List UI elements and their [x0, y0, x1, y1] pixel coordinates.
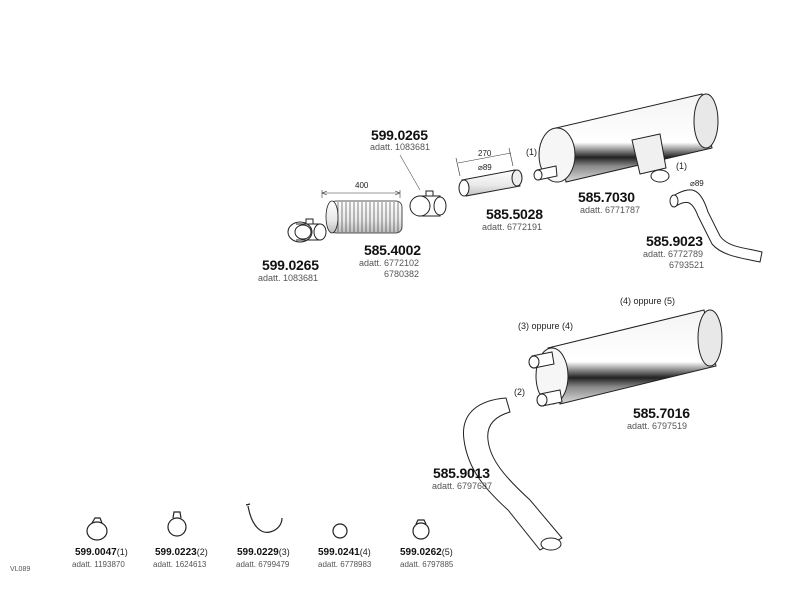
small-clamp-1 — [86, 517, 108, 541]
note-4-or-5: (4) oppure (5) — [620, 296, 676, 306]
part-code-silencer-lower: 585.7016 — [633, 405, 690, 421]
small-strap-3 — [245, 503, 283, 533]
straight-pipe — [458, 169, 523, 197]
small-part-adatt-2: adatt. 1624613 — [153, 560, 207, 569]
part-adatt-pipe: adatt. 6772191 — [482, 222, 543, 232]
part-code-pipe: 585.5028 — [486, 206, 543, 222]
flex-hose — [325, 200, 403, 234]
small-part-adatt-1: adatt. 1193870 — [72, 560, 125, 569]
part-adatt2-tail-upper: 6793521 — [669, 260, 705, 270]
dim-pipe-length: 270 — [478, 149, 492, 158]
small-clamp-5 — [412, 519, 430, 540]
small-clamp-2 — [167, 511, 187, 537]
part-code-tail-upper: 585.9023 — [646, 233, 703, 249]
small-ring-4 — [332, 523, 348, 539]
part-adatt-clamp-left: adatt. 1083681 — [258, 273, 319, 283]
silencer-upper — [533, 93, 719, 183]
silencer-lower — [528, 309, 723, 407]
part-code-clamp-left: 599.0265 — [262, 257, 319, 273]
part-code-tail-lower: 585.9013 — [433, 465, 490, 481]
note-1-tail: (1) — [676, 161, 687, 171]
part-adatt2-flex-hose: 6780382 — [384, 269, 420, 279]
small-part-adatt-3: adatt. 6799479 — [236, 560, 290, 569]
small-part-code-2: 599.0223(2) — [155, 547, 208, 558]
note-2: (2) — [514, 387, 525, 397]
dim-pipe-dia: ⌀89 — [478, 163, 492, 172]
tail-pipe-lower — [463, 397, 563, 551]
small-part-code-5: 599.0262(5) — [400, 547, 453, 558]
part-adatt-clamp-top: adatt. 1083681 — [370, 142, 431, 152]
part-adatt-flex-hose: adatt. 6772102 — [359, 258, 420, 268]
note-3-or-4: (3) oppure (4) — [518, 321, 574, 331]
figure-id: VL089 — [10, 566, 31, 573]
note-1-silencer: (1) — [526, 147, 537, 157]
part-adatt-tail-upper: adatt. 6772789 — [643, 249, 704, 259]
dim-tail-dia: ⌀89 — [690, 179, 704, 188]
dim-hose-length: 400 — [355, 181, 369, 190]
clamp-right — [409, 190, 447, 217]
part-adatt-silencer-lower: adatt. 6797519 — [627, 421, 688, 431]
small-part-adatt-4: adatt. 6778983 — [318, 560, 372, 569]
part-code-clamp-top: 599.0265 — [371, 127, 428, 143]
part-adatt-silencer-upper: adatt. 6771787 — [580, 205, 641, 215]
small-part-adatt-5: adatt. 6797885 — [400, 560, 454, 569]
small-part-code-1: 599.0047(1) — [75, 547, 128, 558]
hose-dimension — [321, 190, 401, 198]
part-code-silencer-upper: 585.7030 — [578, 189, 635, 205]
tail-pipe-upper — [669, 189, 763, 263]
part-code-flex-hose: 585.4002 — [364, 242, 421, 258]
part-adatt-tail-lower: adatt. 6797687 — [432, 481, 493, 491]
clamp-left — [287, 218, 327, 243]
small-part-code-4: 599.0241(4) — [318, 547, 371, 558]
clamp-leader — [399, 154, 421, 191]
small-part-code-3: 599.0229(3) — [237, 547, 290, 558]
pipe-dimension — [455, 147, 514, 177]
